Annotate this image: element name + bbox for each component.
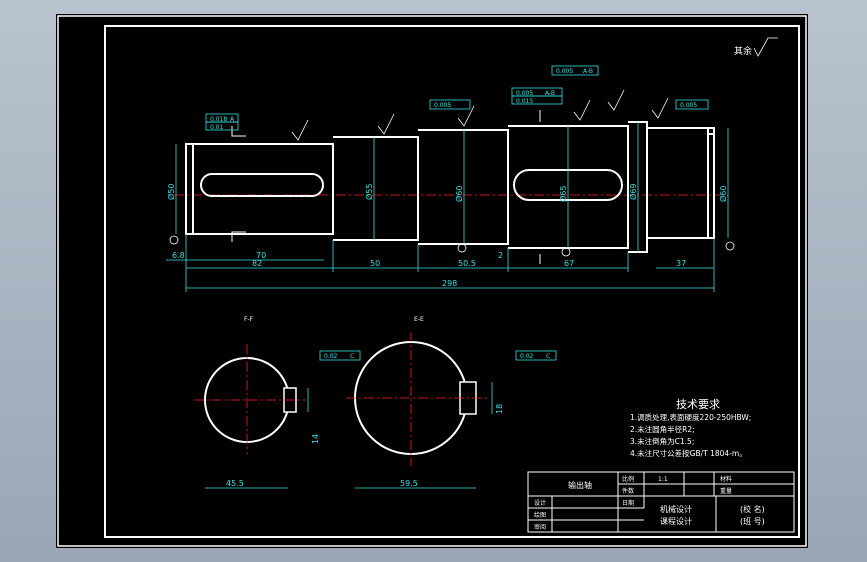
tol-3: 0.005: [434, 102, 451, 109]
tech-item-1: 1.调质处理,表面硬度220-250HBW;: [630, 412, 751, 422]
tol-8: 0.02: [324, 353, 338, 360]
section-view-f: [194, 344, 306, 454]
dim-d55: Ø55: [364, 184, 374, 200]
diameter-dims: Ø50 Ø55 Ø60 Ø65 Ø69 Ø60: [166, 122, 729, 252]
datum-symbols: [169, 235, 735, 257]
dim-l50: 50: [370, 259, 380, 268]
keyway-left: [200, 173, 324, 197]
dim-d60b: Ø60: [718, 186, 728, 202]
datum-ref-c: C: [350, 353, 354, 360]
datum-ref-c2: C: [546, 353, 550, 360]
tb-course-1: 机械设计: [660, 504, 692, 514]
section-label-right: E-E: [414, 316, 424, 323]
dim-b455: 45.5: [226, 479, 244, 488]
tol-6: 0.005: [556, 68, 573, 75]
tol-7: 0.005: [680, 102, 697, 109]
roughness-marks: [291, 89, 669, 141]
tech-title: 技术要求: [676, 398, 720, 411]
tech-item-2: 2.未注圆角半径R2;: [630, 424, 695, 434]
length-dims: [166, 234, 715, 292]
dim-d50: Ø50: [166, 184, 176, 200]
section-label-left: F-F: [244, 316, 254, 323]
section-view-e: [346, 332, 488, 466]
tb-date: 日期: [622, 499, 634, 507]
tb-material-label: 材料: [720, 475, 732, 483]
dim-k18: 18: [495, 404, 504, 414]
tol-2: 0.01: [210, 124, 224, 131]
tb-scale: 1:1: [658, 476, 668, 483]
dim-b595: 59.5: [400, 479, 418, 488]
datum-ref-a: A: [230, 116, 235, 123]
dim-l82: 82: [252, 259, 262, 268]
dim-d60a: Ø60: [454, 186, 464, 202]
tb-course-2: 课程设计: [660, 516, 692, 526]
outer-frame: [57, 15, 807, 547]
tb-weight-label: 重量: [720, 487, 732, 495]
tb-school: (校 名): [740, 504, 765, 514]
tb-scale-label: 比例: [622, 475, 634, 483]
inner-frame: [104, 25, 800, 538]
section-mark-f-bottom: [231, 231, 246, 242]
dim-l37: 37: [676, 259, 686, 268]
tb-design: 设计: [534, 499, 546, 507]
section-mark-f-top: [231, 126, 246, 137]
dim-l298: 298: [442, 279, 457, 288]
tech-item-4: 4.未注尺寸公差按GB/T 1804-m。: [630, 448, 747, 458]
tol-5: 0.015: [516, 98, 533, 105]
dim-l68: 6.8: [172, 251, 185, 260]
dim-k14: 14: [311, 434, 320, 444]
dim-l70: 70: [256, 251, 266, 260]
dim-l67: 67: [564, 259, 574, 268]
tb-check: 审阅: [534, 523, 546, 531]
drawing-sheet: 其余 Ø50 Ø55 Ø60 Ø65 Ø69 Ø60: [56, 14, 808, 548]
dim-d65: Ø65: [558, 186, 568, 202]
dim-l505: 50.5: [458, 259, 476, 268]
tech-item-3: 3.未注倒角为C1.5;: [630, 436, 694, 446]
datum-ref-ab2: A-B: [583, 68, 593, 75]
rough-all-label: 其余: [734, 45, 752, 57]
roughness-symbol: [753, 37, 778, 57]
tolerance-frames: [205, 65, 709, 361]
tb-draw: 绘图: [534, 511, 546, 519]
shaft-drawing: 其余 Ø50 Ø55 Ø60 Ø65 Ø69 Ø60: [57, 15, 807, 547]
tol-9: 0.02: [520, 353, 534, 360]
datum-ref-ab: A-B: [545, 90, 555, 97]
tol-4: 0.005: [516, 90, 533, 97]
dim-l2: 2: [498, 251, 503, 260]
title-block: [527, 471, 795, 533]
tb-qty-label: 件数: [622, 487, 634, 495]
section-dims: [205, 382, 493, 489]
dim-d69: Ø69: [628, 184, 638, 200]
tb-class: (班 号): [740, 516, 765, 526]
tb-part-name: 输出轴: [568, 480, 592, 490]
tol-1: 0.018: [210, 116, 227, 123]
